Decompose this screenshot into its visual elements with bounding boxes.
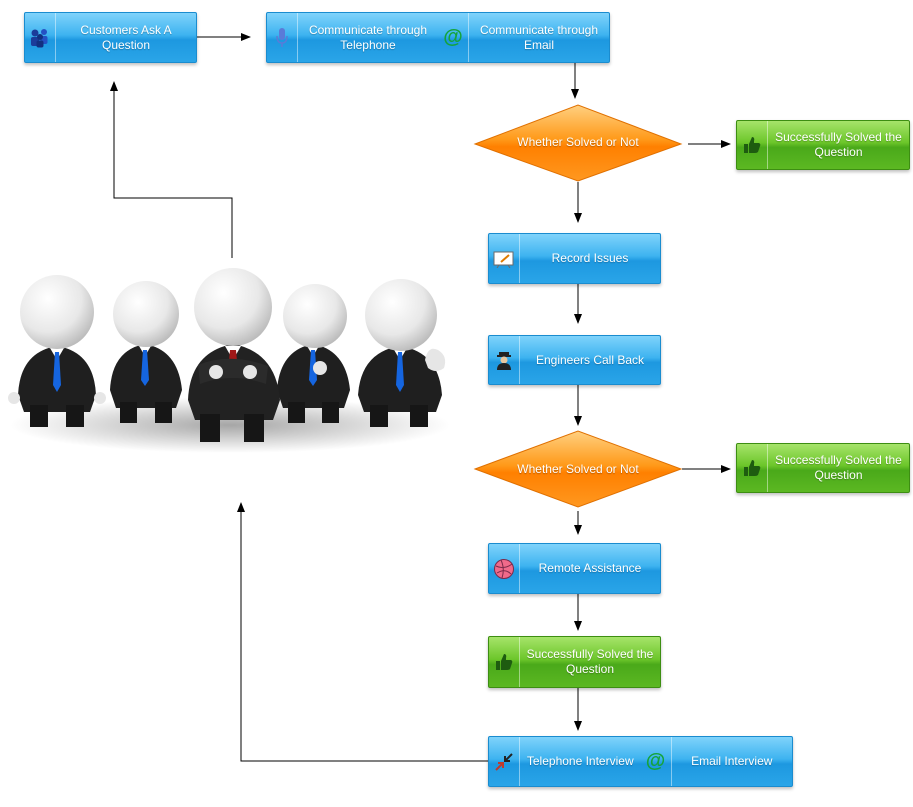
remote-assistance-label: Remote Assistance xyxy=(538,561,642,575)
telephone-interview-section: Telephone Interview xyxy=(489,737,641,786)
thumbs-up-icon xyxy=(737,121,768,169)
engineers-call-back-node: Engineers Call Back xyxy=(488,335,661,385)
solved-2-label: Successfully Solved the Question xyxy=(775,453,902,482)
person-4 xyxy=(277,284,350,423)
interview-node: Telephone Interview @ Email Interview xyxy=(488,736,793,787)
solved-3-label: Successfully Solved the Question xyxy=(526,647,654,676)
engineers-call-back-label: Engineers Call Back xyxy=(535,352,645,367)
people-illustration xyxy=(8,268,450,453)
person-3 xyxy=(188,268,280,442)
decision-1-label: Whether Solved or Not xyxy=(517,135,639,149)
thumbs-up-icon xyxy=(489,637,520,687)
arrow-interview-to-people xyxy=(237,502,488,762)
decision-diamond-2 xyxy=(473,430,683,508)
person-5 xyxy=(358,279,446,427)
at-sign-icon: @ xyxy=(641,737,672,786)
solved-node-1: Successfully Solved the Question xyxy=(736,120,910,170)
people-icon xyxy=(25,13,56,62)
arrow-people-to-customers xyxy=(110,81,233,258)
whiteboard-icon xyxy=(489,234,520,283)
email-label: Communicate through Email xyxy=(479,22,599,52)
decision-2-label: Whether Solved or Not xyxy=(517,462,639,476)
communicate-node: Communicate through Telephone @ Communic… xyxy=(266,12,610,63)
person-1 xyxy=(8,275,106,427)
communicate-telephone-section: Communicate through Telephone xyxy=(267,13,438,62)
compress-arrows-icon xyxy=(489,737,520,786)
communicate-email-section: @ Communicate through Email xyxy=(438,13,609,62)
decision-diamond-1 xyxy=(473,104,683,182)
at-sign-icon: @ xyxy=(438,13,469,62)
agent-icon xyxy=(489,336,520,384)
customers-ask-question-label: Customers Ask A Question xyxy=(80,22,172,52)
solved-node-2: Successfully Solved the Question xyxy=(736,443,910,493)
telephone-label: Communicate through Telephone xyxy=(308,22,428,52)
person-2 xyxy=(110,281,182,423)
microphone-icon xyxy=(267,13,298,62)
solved-1-label: Successfully Solved the Question xyxy=(775,130,902,159)
globe-icon xyxy=(489,544,520,593)
telephone-interview-label: Telephone Interview xyxy=(526,754,634,768)
thumbs-up-icon xyxy=(737,444,768,492)
record-issues-node: Record Issues xyxy=(488,233,661,284)
email-interview-section: @ Email Interview xyxy=(641,737,793,786)
email-interview-label: Email Interview xyxy=(691,754,773,768)
solved-node-3: Successfully Solved the Question xyxy=(488,636,661,688)
connectors xyxy=(110,33,731,762)
record-issues-label: Record Issues xyxy=(551,251,629,265)
remote-assistance-node: Remote Assistance xyxy=(488,543,661,594)
customers-ask-question-node: Customers Ask A Question xyxy=(24,12,197,63)
